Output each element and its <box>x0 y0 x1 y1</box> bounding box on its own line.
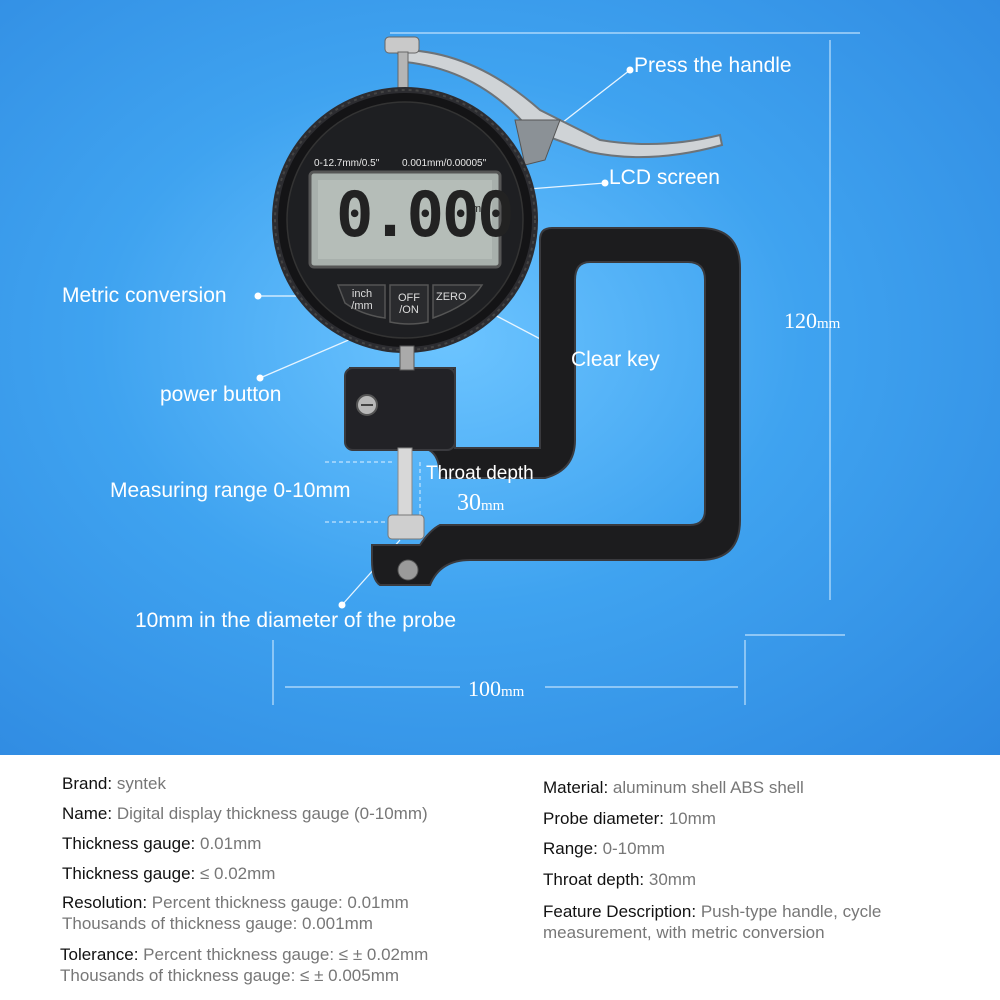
spec-thickness-gauge-2: Thickness gauge: ≤ 0.02mm <box>62 864 276 883</box>
gauge-frame <box>349 227 741 586</box>
spec-range: Range: 0-10mm <box>543 839 665 858</box>
throat-depth-dimension: 30mm <box>457 490 505 516</box>
dial-resolution-text: 0.001mm/0.00005" <box>402 158 487 169</box>
height-dimension: 120mm <box>784 308 841 333</box>
off-on-button <box>389 284 429 325</box>
press-handle <box>392 48 724 159</box>
callout-clear-key: Clear key <box>571 348 660 371</box>
inch-mm-button <box>336 284 386 319</box>
spec-resolution: Resolution: Percent thickness gauge: 0.0… <box>62 893 409 933</box>
throat-depth-label: Throat depth <box>426 463 534 484</box>
spec-thickness-gauge-1: Thickness gauge: 0.01mm <box>62 834 262 853</box>
probe-head <box>387 514 425 540</box>
zero-button <box>432 284 484 320</box>
lcd-unit: mm <box>472 203 491 215</box>
callout-probe-diameter: 10mm in the diameter of the probe <box>135 609 457 632</box>
callout-power-button: power button <box>160 383 282 406</box>
spindle <box>397 447 413 519</box>
thickness-gauge-illustration <box>258 32 860 705</box>
spec-throat-depth: Throat depth: 30mm <box>543 870 697 889</box>
anvil <box>397 559 419 581</box>
off-on-button-label[interactable]: OFF /ON <box>398 292 420 316</box>
spec-material: Material: aluminum shell ABS shell <box>543 778 804 797</box>
spec-sheet: Brand: syntek Name: Digital display thic… <box>0 755 1000 1000</box>
spec-name: Name: Digital display thickness gauge (0… <box>62 804 428 823</box>
product-diagram: 0-12.7mm/0.5" 0.001mm/0.00005" 0.000 mm … <box>0 0 1000 755</box>
callout-press-handle: Press the handle <box>634 54 792 77</box>
callout-lcd-screen: LCD screen <box>609 166 720 189</box>
handle-knob <box>384 36 420 54</box>
spec-tolerance: Tolerance: Percent thickness gauge: ≤ ± … <box>60 945 429 985</box>
inch-mm-button-label[interactable]: inch /mm <box>351 288 373 312</box>
spec-brand: Brand: syntek <box>62 774 166 793</box>
width-dimension: 100mm <box>468 676 525 701</box>
zero-button-label[interactable]: ZERO <box>436 291 467 303</box>
spec-probe-diameter: Probe diameter: 10mm <box>543 809 716 828</box>
callout-metric-conversion: Metric conversion <box>62 284 227 307</box>
spec-feature-description: Feature Description: Push-type handle, c… <box>543 902 882 942</box>
callout-measuring-range: Measuring range 0-10mm <box>110 479 351 502</box>
dial-range-text: 0-12.7mm/0.5" <box>314 158 380 169</box>
lcd-value: 0.000 <box>336 178 515 251</box>
